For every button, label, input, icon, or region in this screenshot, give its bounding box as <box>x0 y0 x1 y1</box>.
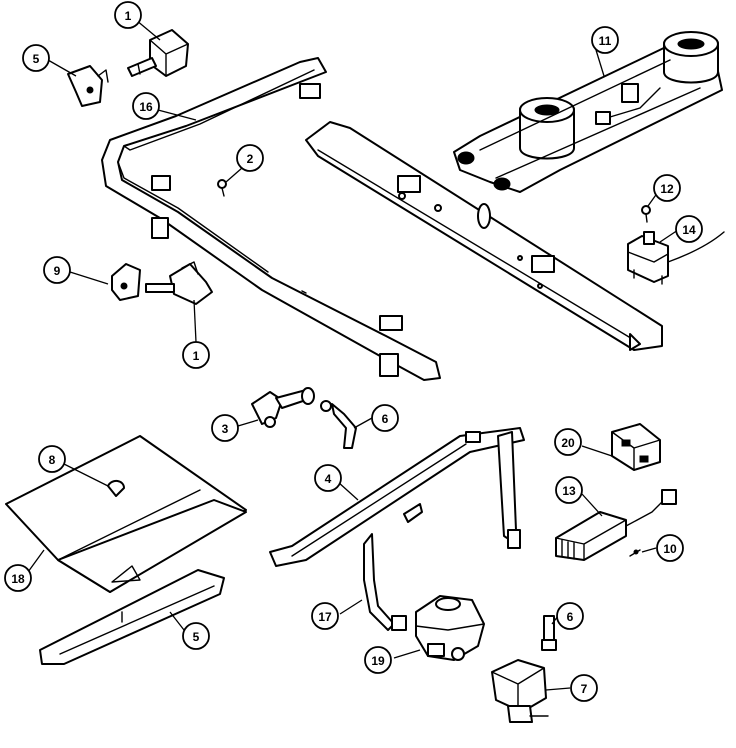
svg-text:12: 12 <box>660 182 674 196</box>
part-2-screw <box>217 179 227 197</box>
part-9-bracket <box>111 263 141 301</box>
svg-text:1: 1 <box>193 349 200 363</box>
callout-20: 20 <box>554 428 582 456</box>
svg-text:5: 5 <box>33 52 40 66</box>
svg-text:18: 18 <box>11 572 25 586</box>
callout-18: 18 <box>4 564 32 592</box>
callout-19: 19 <box>364 646 392 674</box>
part-1-valve-top <box>127 29 189 77</box>
burner-support-strip <box>305 121 663 351</box>
part-5-bracket-top <box>67 65 109 107</box>
svg-text:10: 10 <box>663 542 677 556</box>
callout-6-lower: 6 <box>556 602 584 630</box>
svg-text:2: 2 <box>247 152 254 166</box>
svg-text:4: 4 <box>325 472 332 486</box>
callout-17: 17 <box>311 602 339 630</box>
part-19-regulator <box>415 595 485 661</box>
callout-14: 14 <box>675 215 703 243</box>
part-7-safety-valve <box>491 659 549 723</box>
callout-1-lower: 1 <box>182 341 210 369</box>
callout-10: 10 <box>656 534 684 562</box>
svg-text:19: 19 <box>371 654 385 668</box>
callout-3: 3 <box>211 414 239 442</box>
part-18-shield <box>5 435 247 593</box>
callout-5: 5 <box>22 44 50 72</box>
part-6-tube-upper <box>320 400 357 449</box>
callout-16: 16 <box>132 92 160 120</box>
svg-text:1: 1 <box>125 9 132 23</box>
svg-text:14: 14 <box>682 223 696 237</box>
svg-text:8: 8 <box>49 453 56 467</box>
part-16-frame <box>101 57 441 381</box>
part-11-burner-assembly <box>453 31 723 193</box>
svg-text:6: 6 <box>382 412 389 426</box>
callout-11: 11 <box>591 26 619 54</box>
callout-1: 1 <box>114 1 142 29</box>
part-12-screw <box>641 205 651 223</box>
callout-8: 8 <box>38 445 66 473</box>
part-17-gas-tube <box>363 503 423 631</box>
svg-text:6: 6 <box>567 610 574 624</box>
callout-9: 9 <box>43 256 71 284</box>
svg-text:3: 3 <box>222 422 229 436</box>
part-1-valve-lower <box>145 261 213 305</box>
part-8-clip <box>107 480 125 497</box>
svg-text:16: 16 <box>139 100 153 114</box>
svg-text:5: 5 <box>193 630 200 644</box>
part-3-valve <box>251 387 315 428</box>
part-10-screw <box>629 549 641 557</box>
part-14-ignition-switch <box>627 231 725 285</box>
part-6-fitting-lower <box>541 615 557 651</box>
svg-text:9: 9 <box>54 264 61 278</box>
callout-2: 2 <box>236 144 264 172</box>
part-4-oven-burner <box>269 427 525 567</box>
svg-text:11: 11 <box>599 34 612 48</box>
callout-4: 4 <box>314 464 342 492</box>
callout-13: 13 <box>555 476 583 504</box>
svg-text:13: 13 <box>562 484 576 498</box>
svg-text:7: 7 <box>581 682 588 696</box>
part-5-bracket-lower <box>39 569 225 665</box>
part-20-relay <box>611 423 661 471</box>
callout-5-lower: 5 <box>182 622 210 650</box>
callout-6: 6 <box>371 404 399 432</box>
svg-text:20: 20 <box>561 436 575 450</box>
svg-text:17: 17 <box>318 610 332 624</box>
part-13-spark-module <box>555 489 677 561</box>
callout-7: 7 <box>570 674 598 702</box>
callout-12: 12 <box>653 174 681 202</box>
